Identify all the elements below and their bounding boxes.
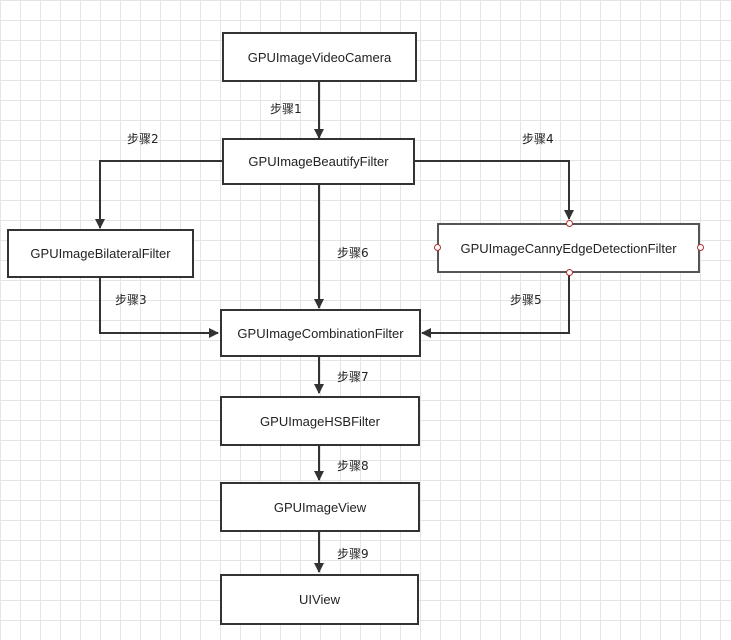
resize-handle-left[interactable] xyxy=(434,244,441,251)
edge-step4[interactable] xyxy=(415,160,574,220)
resize-handle-right[interactable] xyxy=(697,244,704,251)
step-label-8: 步骤8 xyxy=(337,459,369,473)
edge-step5[interactable] xyxy=(421,272,570,338)
step-label-5: 步骤5 xyxy=(510,293,542,307)
node-gpuimagehsbfilter[interactable]: GPUImageHSBFilter xyxy=(220,396,420,446)
node-gpuimagebilateralfilter[interactable]: GPUImageBilateralFilter xyxy=(7,229,194,278)
step-label-9: 步骤9 xyxy=(337,547,369,561)
node-gpuimagebeautifyfilter[interactable]: GPUImageBeautifyFilter xyxy=(222,138,415,185)
step-label-4: 步骤4 xyxy=(522,132,554,146)
step-label-3: 步骤3 xyxy=(115,293,147,307)
step-label-2: 步骤2 xyxy=(127,132,159,146)
node-gpuimageview[interactable]: GPUImageView xyxy=(220,482,420,532)
edge-step3[interactable] xyxy=(99,278,219,338)
step-label-7: 步骤7 xyxy=(337,370,369,384)
step-label-6: 步骤6 xyxy=(337,246,369,260)
resize-handle-top[interactable] xyxy=(566,220,573,227)
resize-handle-bottom[interactable] xyxy=(566,269,573,276)
edge-step2[interactable] xyxy=(95,160,222,229)
node-gpuimagecannyedgedetectionfilter[interactable]: GPUImageCannyEdgeDetectionFilter xyxy=(437,223,700,273)
node-uiview[interactable]: UIView xyxy=(220,574,419,625)
node-gpuimagevideocamera[interactable]: GPUImageVideoCamera xyxy=(222,32,417,82)
node-gpuimagecombinationfilter[interactable]: GPUImageCombinationFilter xyxy=(220,309,421,357)
step-label-1: 步骤1 xyxy=(270,102,302,116)
